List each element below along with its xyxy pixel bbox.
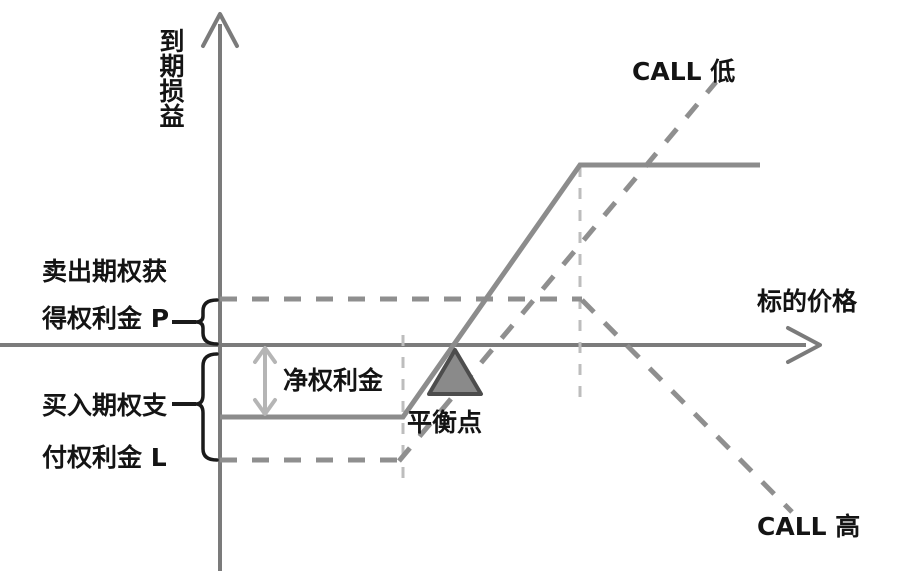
breakeven-triangle-icon [427, 348, 483, 396]
braces-group [172, 298, 219, 462]
strike-guides-group [401, 166, 582, 487]
call-low-rising-segment [397, 80, 718, 463]
call-high-payoff-line [580, 298, 794, 514]
brace-premium-paid [195, 352, 219, 462]
premium-level-lines-group [220, 296, 582, 463]
net-premium-arrowhead-down-icon [253, 398, 277, 416]
brace-premium-received [195, 298, 219, 346]
x-axis-label: 标的价格 [757, 287, 858, 316]
y-axis-arrowhead [201, 12, 239, 48]
call-high-label: CALL 高 [757, 512, 861, 541]
net-premium-label: 净权利金 [283, 366, 384, 395]
x-axis-arrowhead [786, 326, 822, 364]
breakeven-marker [427, 348, 483, 396]
combined-payoff-path [220, 162, 760, 420]
combined-payoff-line [220, 162, 760, 420]
premium-paid-label-line2: 付权利金 L [42, 443, 167, 472]
y-axis-label: 到期损益 [156, 28, 185, 128]
premium-paid-label-line1: 买入期权支 [42, 391, 168, 420]
breakeven-label: 平衡点 [407, 408, 483, 437]
call-high-descending-segment [580, 298, 794, 514]
call-low-label: CALL 低 [632, 57, 736, 86]
axes-group [0, 12, 822, 571]
premium-received-label-line2: 得权利金 P [42, 304, 170, 333]
call-low-payoff-line [397, 80, 718, 463]
net-premium-arrowhead-up-icon [253, 346, 277, 364]
net-premium-measure [253, 346, 277, 416]
premium-received-label-line1: 卖出期权获 [42, 257, 168, 286]
